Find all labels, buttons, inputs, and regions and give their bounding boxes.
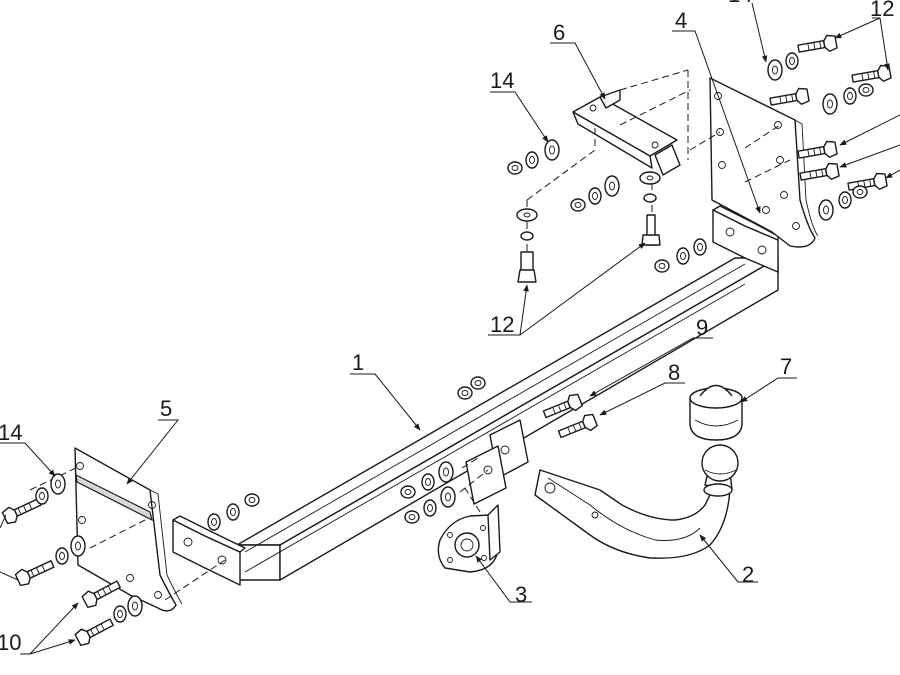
callout-labels: 1 2 3 4 5 6 7 8 9 10 12 12 14 14 14 (0, 0, 894, 655)
top-bracket (507, 69, 691, 283)
callout-1: 1 (352, 350, 364, 375)
callout-14-left: 14 (0, 420, 22, 445)
callout-12-bottom: 12 (490, 312, 514, 337)
callout-14-top-middle: 14 (490, 68, 514, 93)
callout-3: 3 (515, 582, 527, 607)
right-side-bracket (689, 33, 893, 248)
tow-ball-neck (534, 444, 739, 559)
callout-9: 9 (696, 315, 708, 340)
leader-lines (0, 2, 900, 655)
callout-7: 7 (780, 354, 792, 379)
callout-5: 5 (160, 396, 172, 421)
callout-8: 8 (668, 360, 680, 385)
left-side-bracket (0, 447, 226, 648)
callout-6: 6 (553, 20, 565, 45)
callout-4: 4 (675, 8, 687, 33)
ball-cover-cap (689, 384, 743, 441)
callout-10: 10 (0, 630, 21, 655)
electrical-socket-plate (437, 487, 501, 573)
callout-2: 2 (742, 562, 754, 587)
callout-14-top-right: 14 (728, 0, 752, 7)
callout-12-top-right: 12 (870, 0, 894, 21)
crossbar (172, 205, 779, 586)
